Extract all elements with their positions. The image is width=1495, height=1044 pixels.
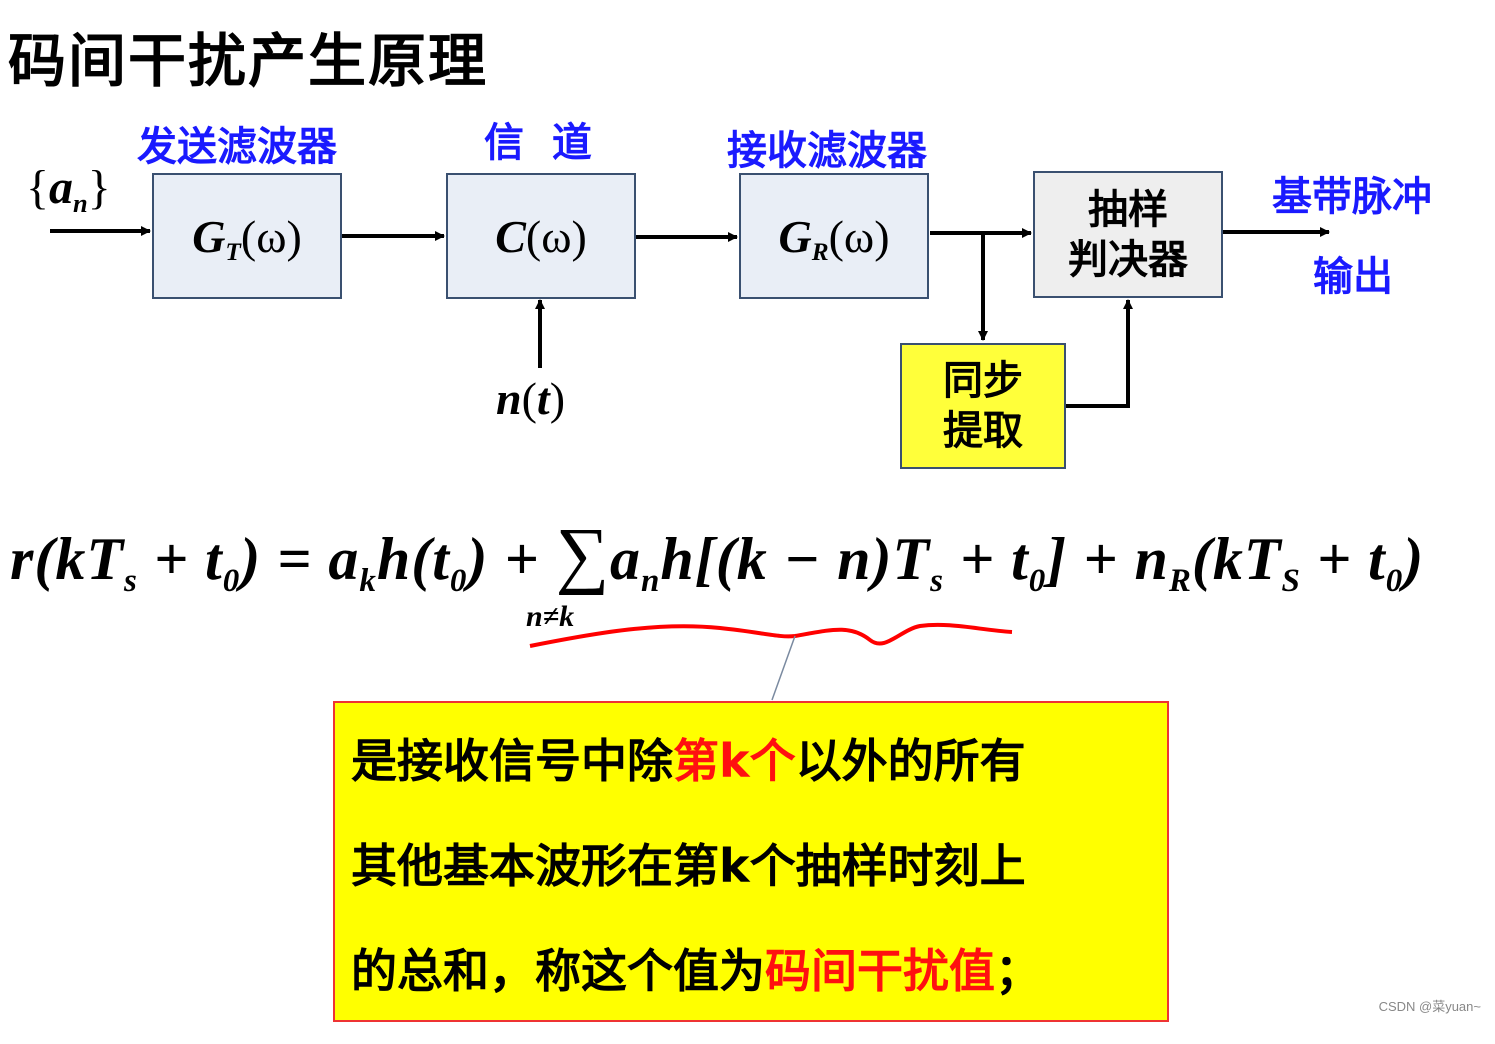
channel-label: 信 道 [484,120,592,166]
tx-filter-block: GT(ω) [152,173,342,299]
explanation-callout: 是接收信号中除第k个以外的所有 其他基本波形在第k个抽样时刻上 的总和，称这个值… [333,701,1169,1022]
noise-symbol: n(t) [496,373,566,424]
rx-transfer-function: GR(ω) [778,210,890,267]
sampler-line2: 判决器 [1068,236,1188,283]
input-symbol: {an} [26,161,111,219]
note-line-1: 是接收信号中除第k个以外的所有 [351,734,1026,788]
callout-connector [771,635,796,701]
output-label-line2: 输出 [1313,254,1393,300]
sync-line1: 同步 [943,358,1023,404]
isi-formula: r(kTs + t0) = akh(t0) + ∑anh[(k − n)Ts +… [10,513,1425,599]
note-line-2: 其他基本波形在第k个抽样时刻上 [351,839,1026,893]
note-line-3: 的总和，称这个值为码间干扰值； [351,944,1041,998]
sync-extraction-block: 同步 提取 [900,343,1066,469]
channel-block: C(ω) [446,173,636,299]
sync-line2: 提取 [943,408,1023,454]
tx-filter-label: 发送滤波器 [137,124,337,170]
rx-filter-label: 接收滤波器 [727,128,927,174]
output-label-line1: 基带脉冲 [1272,174,1432,220]
underline-annotation [529,622,1013,648]
sampler-line1: 抽样 [1088,186,1168,233]
watermark: CSDN @菜yuan~ [1378,999,1481,1014]
summation-index: n≠k [526,600,575,633]
sampler-decision-block: 抽样 判决器 [1033,171,1223,298]
rx-filter-block: GR(ω) [739,173,929,299]
channel-transfer-function: C(ω) [495,210,587,262]
summation-sign: ∑ [555,513,611,596]
sync-to-sampler-arrow [1066,299,1133,408]
tx-transfer-function: GT(ω) [192,210,302,267]
page-title: 码间干扰产生原理 [8,27,489,95]
